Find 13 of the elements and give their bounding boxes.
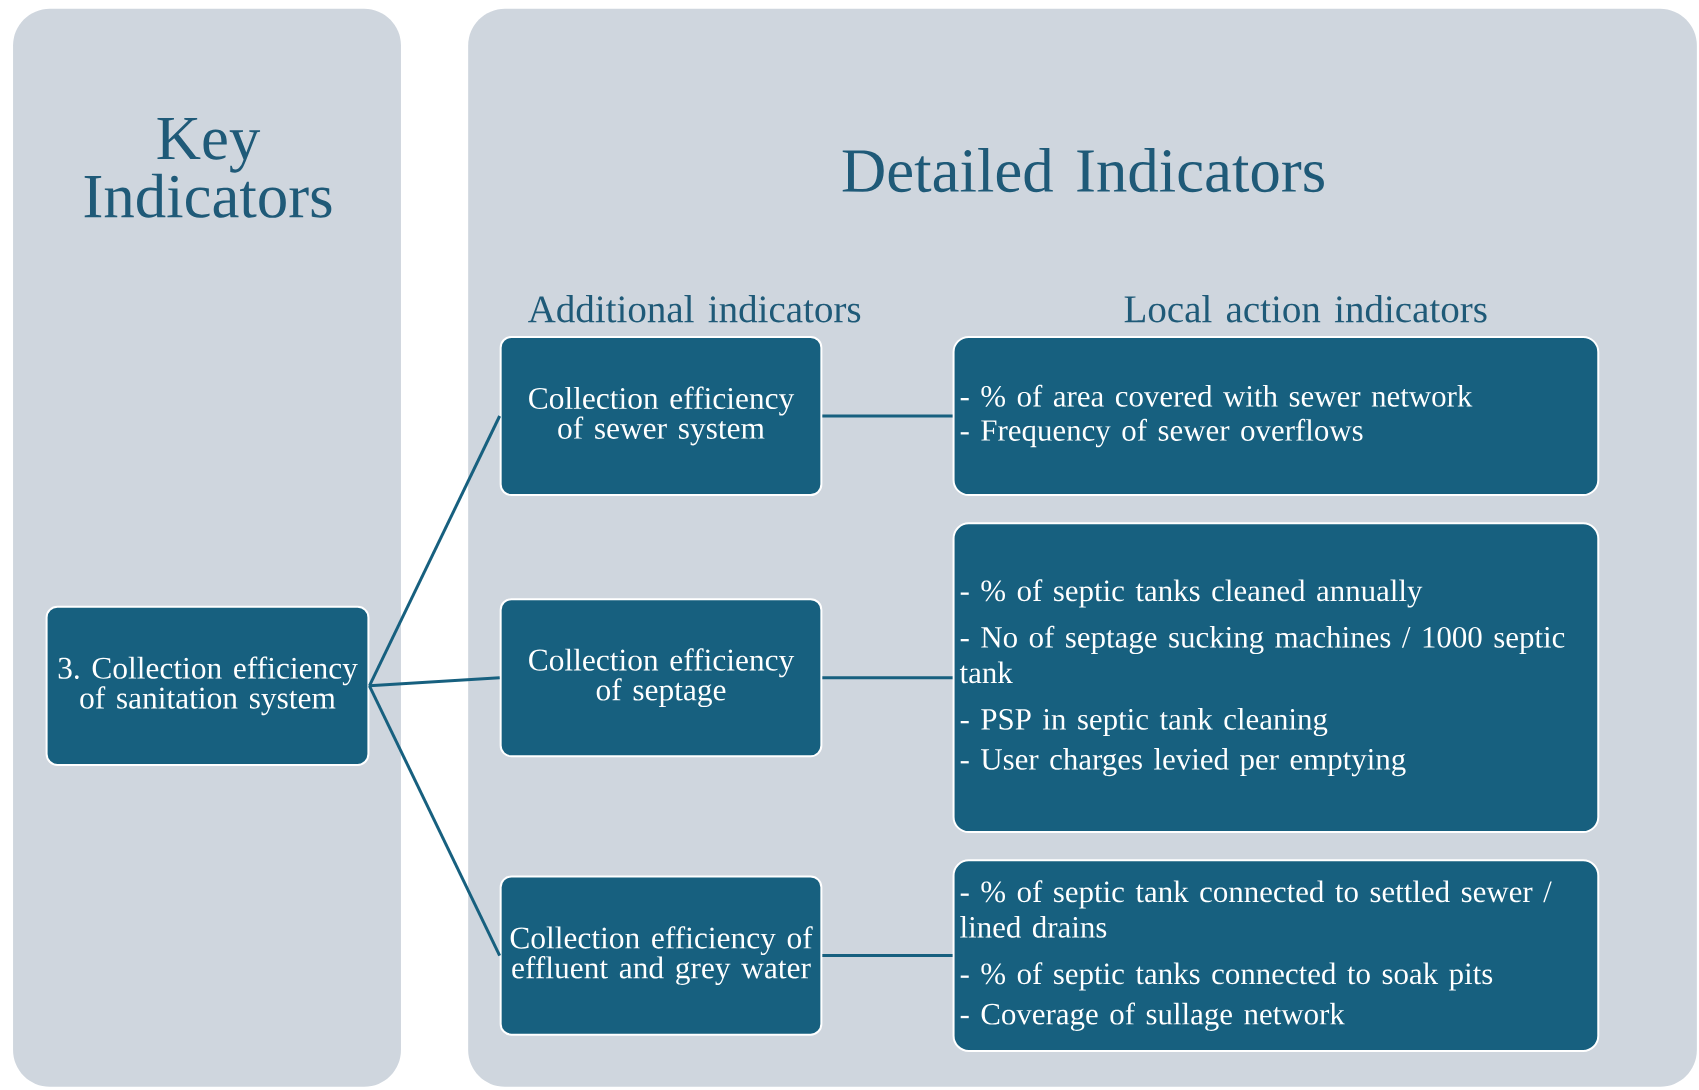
connector-line — [822, 954, 953, 958]
indicator-box: Collection efficiency of sewer system — [499, 335, 823, 497]
indicator-box: Collection efficiency of septage — [499, 598, 823, 758]
connector-line — [369, 676, 500, 688]
connector-line — [822, 676, 953, 680]
connector-line — [368, 685, 501, 957]
indicator-box: 3. Collection efficiency of sanitation system — [45, 605, 370, 766]
connector-line — [822, 414, 953, 418]
indicator-list-box: - % of septic tank connected to settled sewer / lined drains - % of septic tanks connected to soak pits - Coverage of sullage network — [952, 859, 1600, 1052]
indicator-list-box: - % of septic tanks cleaned annually - No of septage sucking machines / 1000 septic tank - PSP in septic tank cleaning - User charges levied per emptying — [952, 522, 1600, 834]
connector-line — [368, 415, 501, 687]
indicator-list-box: - % of area covered with sewer network - Frequency of sewer overflows — [952, 335, 1600, 497]
indicator-box: Collection efficiency of effluent and grey water — [499, 875, 823, 1036]
